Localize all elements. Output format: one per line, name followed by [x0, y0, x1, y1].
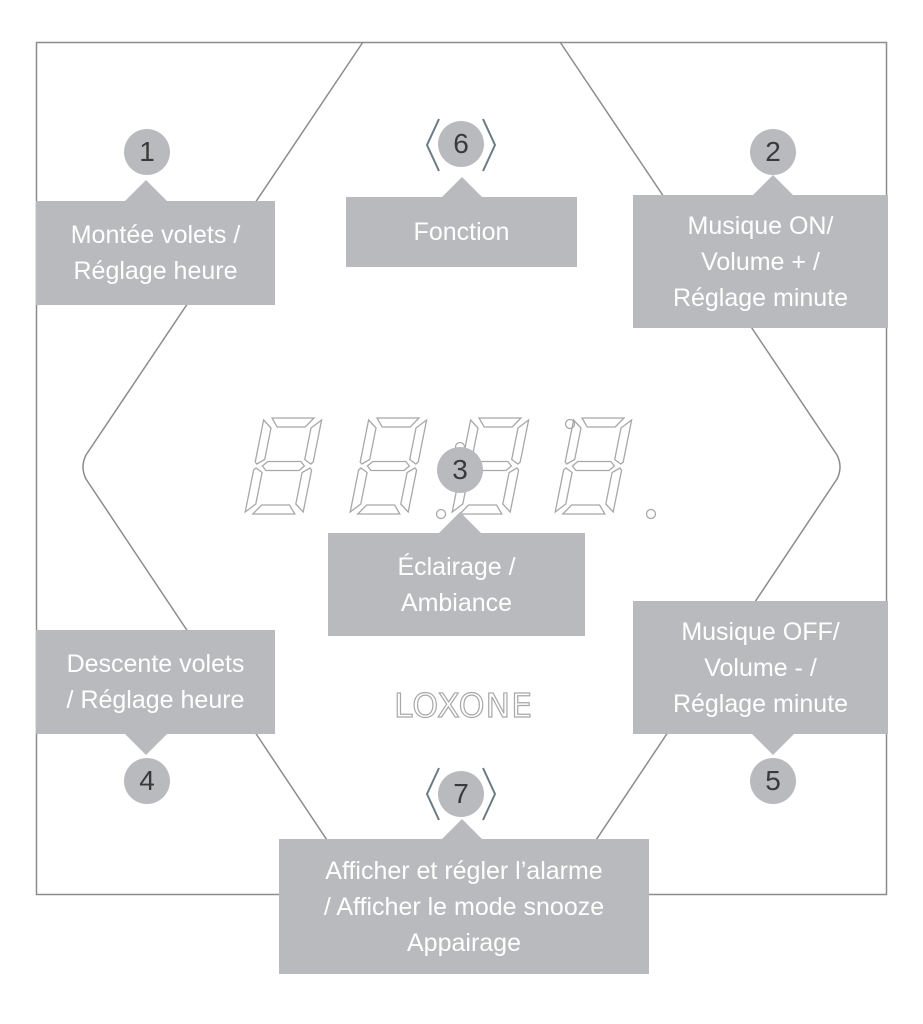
digit-2-segment-d: [356, 504, 401, 515]
label-4-shutters-down: Descente volets / Réglage heure: [36, 630, 275, 734]
digit-1-segment-d: [251, 504, 296, 515]
colon-dot-upper: [564, 418, 576, 430]
label-3-lighting: Éclairage / Ambiance: [328, 533, 585, 636]
pointer-1: [125, 180, 167, 201]
loxone-logo: LOXONE: [393, 685, 534, 725]
label-6-line-1: Fonction: [413, 218, 510, 246]
label-1-shutters-up: Montée volets / Réglage heure: [36, 201, 275, 305]
label-4-line-2: / Réglage heure: [66, 686, 245, 714]
label-7-line-3: Appairage: [407, 928, 521, 957]
label-7-line-1: Afficher et régler l’alarme: [325, 856, 603, 885]
badge-2: 2: [750, 129, 796, 175]
digit-2-segment-f: [359, 418, 377, 465]
digit-2-segment-b: [408, 418, 428, 465]
decimal-point-4: [645, 508, 657, 520]
digit-4-segment-a: [580, 417, 626, 428]
badge-6: 6: [438, 121, 484, 167]
label-7-alarm: Afficher et régler l’alarme / Afficher l…: [279, 839, 649, 974]
pointer-2: [752, 175, 794, 196]
digit-1-segment-b: [303, 418, 323, 465]
digit-3-segment-b: [510, 418, 530, 465]
label-7-line-2: / Afficher le mode snooze: [323, 892, 605, 921]
chevron-right-icon: [482, 767, 497, 821]
label-5-line-2: Volume - /: [704, 653, 817, 682]
digit-2-segment-g: [366, 460, 411, 472]
digit-4-segment-d: [561, 504, 606, 515]
digit-3-segment-c: [502, 467, 520, 514]
seven-segment-display: [244, 417, 657, 520]
label-4-line-1: Descente volets: [66, 650, 245, 678]
digit-3-segment-d: [458, 504, 503, 515]
pointer-4: [125, 734, 167, 755]
digit-1-segment-g: [261, 460, 306, 472]
hexagon-outline: [82, 41, 841, 895]
pointer-5: [752, 734, 794, 755]
pointer-7: [441, 819, 483, 840]
digit-1-segment-e: [244, 467, 263, 514]
label-3-line-1: Éclairage /: [397, 552, 516, 581]
digit-4-segment-f: [564, 418, 582, 465]
label-1-line-1: Montée volets /: [70, 221, 241, 249]
label-6-function: Fonction: [346, 197, 577, 267]
label-2-music-on: Musique ON/ Volume + / Réglage minute: [633, 195, 888, 328]
label-5-line-3: Réglage minute: [672, 689, 849, 718]
badge-4: 4: [124, 758, 170, 804]
pointer-3: [439, 512, 481, 533]
digit-1-segment-c: [295, 467, 313, 514]
chevron-left-icon: [425, 118, 440, 172]
digit-2-segment-e: [349, 467, 368, 514]
digit-2-segment-a: [375, 417, 421, 428]
badge-7: 7: [438, 771, 484, 817]
chevron-left-icon: [425, 767, 440, 821]
digit-1-segment-f: [254, 418, 272, 465]
label-1-line-2: Réglage heure: [73, 257, 238, 285]
digit-1-segment-a: [270, 417, 316, 428]
badge-5: 5: [750, 758, 796, 804]
chevron-right-icon: [482, 118, 497, 172]
label-2-line-2: Volume + /: [701, 247, 820, 276]
label-5-line-1: Musique OFF/: [681, 617, 840, 646]
digit-3-segment-a: [477, 417, 523, 428]
label-5-music-off: Musique OFF/ Volume - / Réglage minute: [633, 601, 888, 734]
badge-1: 1: [124, 129, 170, 175]
digit-2-segment-c: [400, 467, 418, 514]
digit-4-segment-g: [571, 460, 616, 472]
digit-4-segment-c: [605, 467, 623, 514]
pointer-6: [441, 177, 483, 198]
digit-4-segment-b: [613, 418, 633, 465]
badge-3: 3: [437, 447, 483, 493]
label-2-line-3: Réglage minute: [672, 283, 849, 312]
digit-4-segment-e: [554, 467, 573, 514]
label-2-line-1: Musique ON/: [687, 211, 834, 240]
label-3-line-2: Ambiance: [400, 588, 513, 617]
